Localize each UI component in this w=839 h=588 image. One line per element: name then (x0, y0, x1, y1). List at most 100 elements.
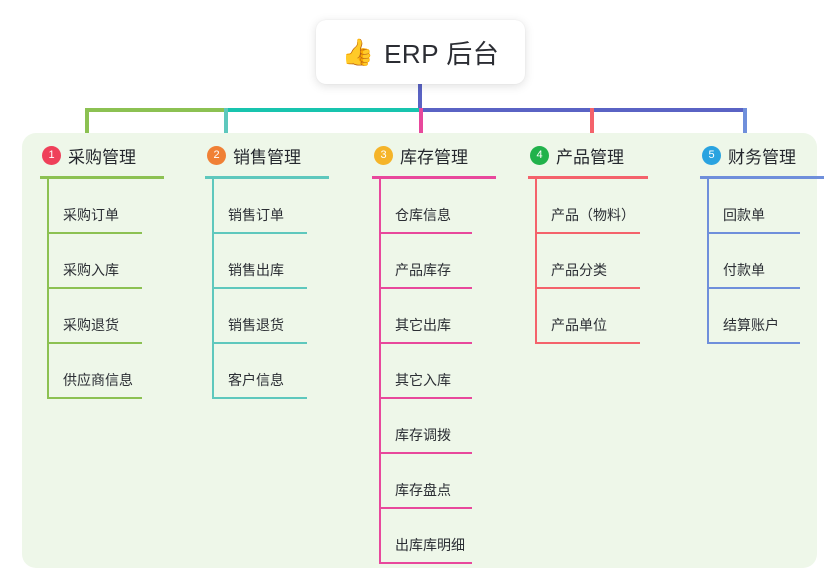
branch-item[interactable]: 客户信息 (205, 344, 355, 399)
branch-item-label: 采购入库 (63, 262, 119, 278)
branch-title: 采购管理 (68, 147, 136, 167)
branch-item[interactable]: 供应商信息 (40, 344, 190, 399)
branch-header[interactable]: 5 财务管理 (700, 142, 839, 168)
branch-item-list: 销售订单销售出库销售退货客户信息 (205, 179, 355, 399)
branch-item-underline (47, 287, 142, 289)
branch-item-underline (535, 342, 640, 344)
branch-item[interactable]: 产品分类 (528, 234, 688, 289)
branch-item[interactable]: 销售订单 (205, 179, 355, 234)
branch-item[interactable]: 出库库明细 (372, 509, 522, 564)
branch-item-underline (212, 287, 307, 289)
branch-item-label: 采购订单 (63, 207, 119, 223)
branch-item-label: 付款单 (723, 262, 765, 278)
branch-column-purchasing: 1 采购管理采购订单采购入库采购退货供应商信息 (40, 142, 190, 399)
branch-item-label: 销售出库 (228, 262, 284, 278)
branch-item[interactable]: 回款单 (700, 179, 839, 234)
branch-header-underline (528, 176, 648, 179)
branch-item-underline (707, 342, 800, 344)
branch-item-label: 销售退货 (228, 317, 284, 333)
thumbs-up-icon: 👍 (341, 37, 375, 67)
branch-spine (47, 179, 49, 399)
branch-number-badge: 5 (702, 145, 721, 165)
branch-number-badge: 1 (42, 145, 61, 165)
branch-spine (379, 179, 381, 564)
branch-item[interactable]: 结算账户 (700, 289, 839, 344)
branch-item-underline (707, 232, 800, 234)
branch-item-label: 产品分类 (551, 262, 607, 278)
branch-item[interactable]: 产品单位 (528, 289, 688, 344)
branch-item-label: 销售订单 (228, 207, 284, 223)
branch-title: 销售管理 (233, 147, 301, 167)
connector-bus-segment-a (85, 108, 224, 112)
branch-item-underline (379, 287, 472, 289)
branch-header[interactable]: 1 采购管理 (40, 142, 190, 168)
mindmap-panel (22, 133, 817, 568)
branch-spine (535, 179, 537, 344)
branch-item[interactable]: 库存盘点 (372, 454, 522, 509)
connector-trunk-vertical (418, 84, 422, 110)
branch-item-label: 产品库存 (395, 262, 451, 278)
branch-item-label: 结算账户 (723, 317, 779, 333)
branch-title: 财务管理 (728, 147, 796, 167)
root-title-card[interactable]: 👍 ERP 后台 (316, 20, 525, 84)
branch-item[interactable]: 库存调拨 (372, 399, 522, 454)
branch-title: 库存管理 (400, 147, 468, 167)
connector-drop-finance (743, 108, 747, 138)
branch-header-underline (700, 176, 824, 179)
branch-item-label: 其它入库 (395, 372, 451, 388)
branch-item[interactable]: 付款单 (700, 234, 839, 289)
branch-item[interactable]: 采购入库 (40, 234, 190, 289)
branch-spine (212, 179, 214, 399)
branch-column-inventory: 3 库存管理仓库信息产品库存其它出库其它入库库存调拨库存盘点出库库明细 (372, 142, 522, 564)
branch-item-label: 产品（物料） (551, 207, 635, 223)
connector-bus-segment-c (419, 108, 747, 112)
branch-item-underline (212, 232, 307, 234)
branch-item-underline (379, 562, 472, 564)
connector-drop-product (590, 108, 594, 138)
connector-drop-sales (224, 108, 228, 138)
branch-item-underline (47, 342, 142, 344)
branch-item[interactable]: 采购订单 (40, 179, 190, 234)
branch-item-underline (535, 232, 640, 234)
branch-item[interactable]: 销售退货 (205, 289, 355, 344)
branch-item-list: 采购订单采购入库采购退货供应商信息 (40, 179, 190, 399)
branch-item-list: 产品（物料） 产品分类产品单位 (528, 179, 688, 344)
branch-item-label: 库存调拨 (395, 427, 451, 443)
branch-item[interactable]: 仓库信息 (372, 179, 522, 234)
connector-bus-segment-b (224, 108, 419, 112)
branch-item-list: 回款单付款单结算账户 (700, 179, 839, 344)
branch-item-label: 仓库信息 (395, 207, 451, 223)
branch-item[interactable]: 其它出库 (372, 289, 522, 344)
branch-item-underline (212, 397, 307, 399)
branch-number-badge: 3 (374, 145, 393, 165)
branch-item-label: 客户信息 (228, 372, 284, 388)
branch-item-underline (707, 287, 800, 289)
branch-item[interactable]: 销售出库 (205, 234, 355, 289)
branch-spine (707, 179, 709, 344)
branch-number-badge: 4 (530, 145, 549, 165)
branch-item-label: 库存盘点 (395, 482, 451, 498)
branch-header[interactable]: 3 库存管理 (372, 142, 522, 168)
branch-item-underline (47, 397, 142, 399)
branch-item[interactable]: 采购退货 (40, 289, 190, 344)
branch-item-underline (47, 232, 142, 234)
branch-item-underline (379, 342, 472, 344)
branch-item[interactable]: 产品（物料） (528, 179, 688, 234)
branch-item-list: 仓库信息产品库存其它出库其它入库库存调拨库存盘点出库库明细 (372, 179, 522, 564)
branch-item-label: 出库库明细 (395, 537, 465, 553)
branch-header-underline (205, 176, 329, 179)
branch-item-underline (379, 507, 472, 509)
branch-header-underline (372, 176, 496, 179)
branch-item-underline (379, 232, 472, 234)
branch-item[interactable]: 其它入库 (372, 344, 522, 399)
branch-item-label: 供应商信息 (63, 372, 133, 388)
connector-drop-purchasing (85, 108, 89, 138)
branch-item-underline (379, 397, 472, 399)
connector-drop-inventory (419, 108, 423, 138)
branch-column-finance: 5 财务管理回款单付款单结算账户 (700, 142, 839, 344)
branch-item[interactable]: 产品库存 (372, 234, 522, 289)
